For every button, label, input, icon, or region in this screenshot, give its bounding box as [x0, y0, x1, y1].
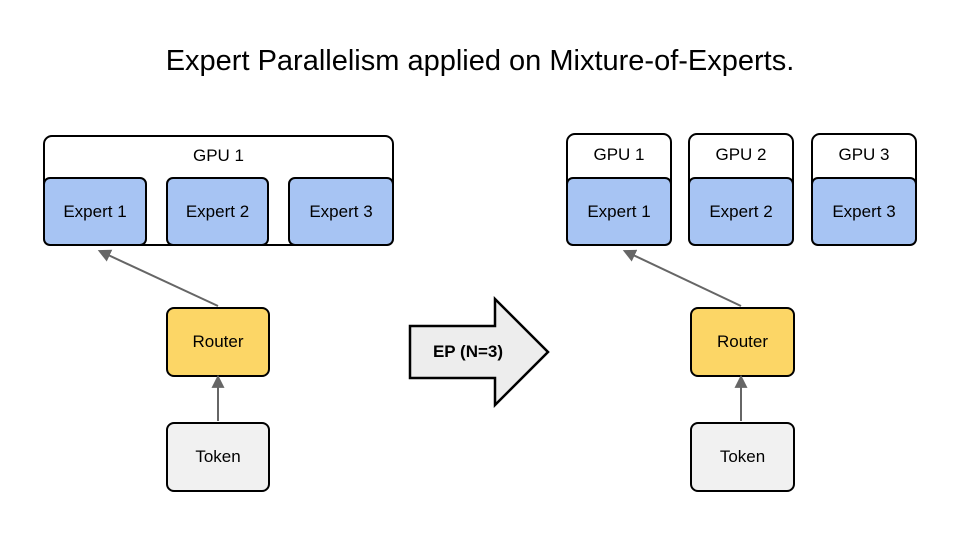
right-gpu-3-label: GPU 3: [838, 145, 890, 164]
left-router-to-expert1-arrow: [97, 249, 219, 307]
right-gpu-3-expert-box: Expert 3: [811, 177, 917, 246]
left-token-box: Token: [166, 422, 270, 492]
left-expert-3-box: Expert 3: [288, 177, 394, 246]
right-router-to-expert1-arrow: [622, 249, 742, 307]
left-gpu-label: GPU 1: [192, 146, 245, 165]
diagram-title: Expert Parallelism applied on Mixture-of…: [165, 45, 795, 77]
right-gpu-1-expert-box: Expert 1: [566, 177, 672, 246]
right-router-box: Router: [690, 307, 795, 377]
right-gpu-1-label: GPU 1: [593, 145, 645, 164]
left-expert-2-box: Expert 2: [166, 177, 269, 246]
ep-arrow-label: EP (N=3): [432, 342, 504, 361]
left-expert-1-box: Expert 1: [43, 177, 147, 246]
left-router-box: Router: [166, 307, 270, 377]
right-token-box: Token: [690, 422, 795, 492]
right-gpu-2-label: GPU 2: [715, 145, 767, 164]
right-gpu-2-expert-box: Expert 2: [688, 177, 794, 246]
